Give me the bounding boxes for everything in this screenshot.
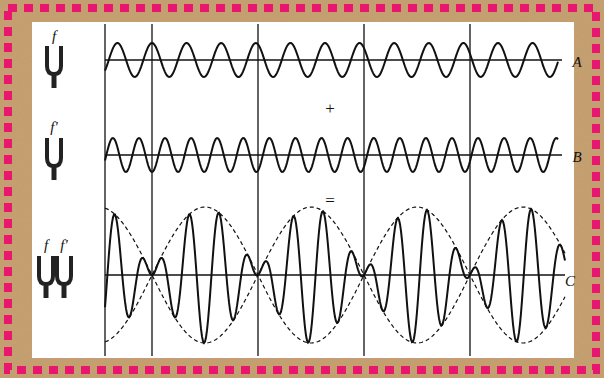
wave-label: C — [565, 274, 575, 289]
fork-label: f — [52, 29, 56, 44]
dashed-border — [8, 8, 596, 370]
wave-label: B — [572, 150, 581, 165]
wave-a — [105, 43, 558, 77]
fork-label: f' — [50, 120, 57, 135]
white-panel — [32, 22, 574, 358]
operator-sign: = — [323, 192, 337, 209]
fork-label: f' — [60, 238, 67, 253]
wave-b — [105, 138, 558, 172]
wave-label: A — [572, 55, 581, 70]
grid-lines — [105, 24, 565, 356]
operator-sign: + — [323, 100, 337, 117]
beat-envelope — [105, 207, 565, 343]
tuning-forks — [39, 46, 71, 298]
fork-label: f — [44, 238, 48, 253]
